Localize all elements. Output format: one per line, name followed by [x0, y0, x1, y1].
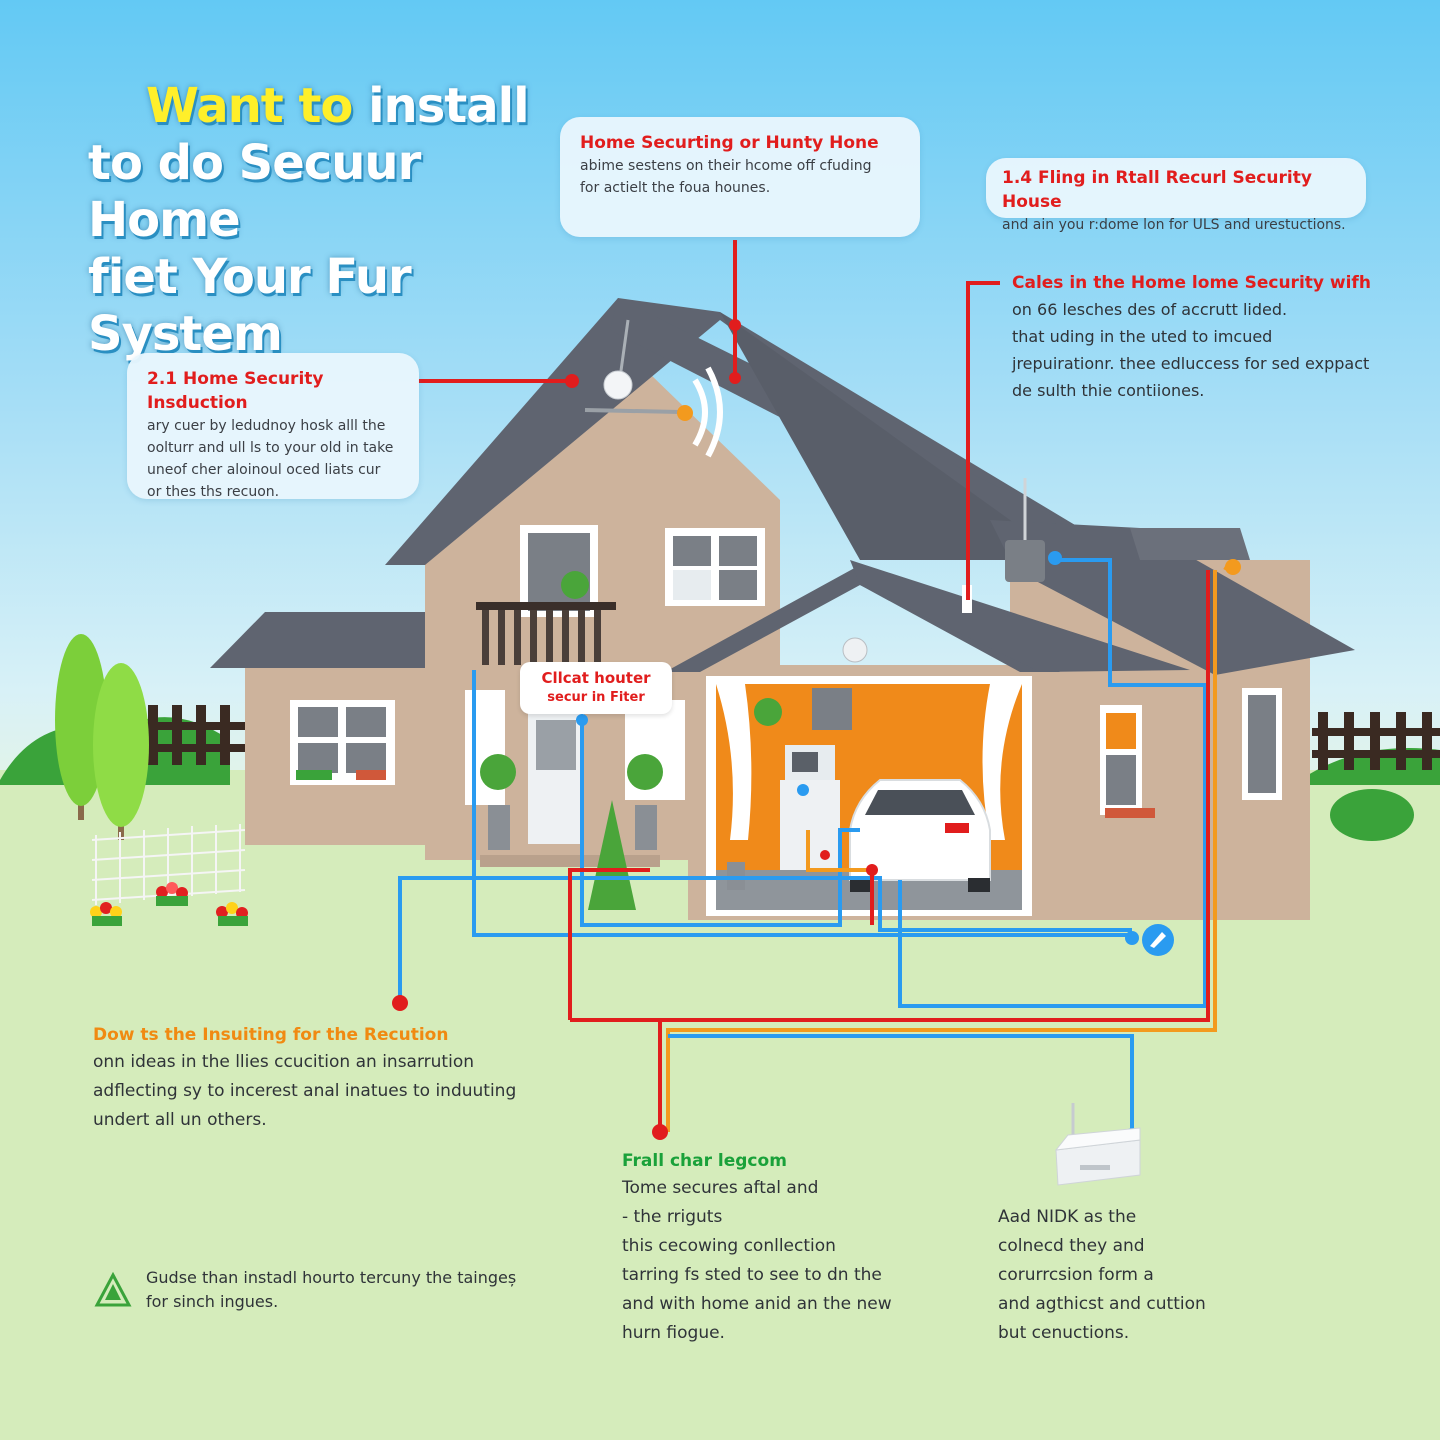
- section-bottom-right: Aad NIDK as the colnecd they and corurrc…: [998, 1203, 1258, 1348]
- title-highlight: Want to: [146, 78, 353, 134]
- car: [849, 779, 991, 892]
- tree-left: [55, 634, 149, 840]
- mini-label-line1: Cllcat houter: [541, 669, 651, 687]
- title-line1: install: [352, 78, 529, 134]
- callout-left-body: ary cuer by ledudnoy hosk alll the ooltu…: [147, 418, 394, 500]
- right-wing: [990, 520, 1355, 920]
- wiring: [398, 240, 1230, 1136]
- callout-top-center-body: abime sestens on their hcome off cfuding…: [580, 158, 872, 196]
- fence-left: [140, 705, 250, 765]
- motion-sensor: [842, 637, 868, 663]
- callout-left-heading: 2.1 Home Security Insduction: [147, 369, 324, 413]
- mini-label: Cllcat houter secur in Fiter: [520, 662, 672, 714]
- bottom-center-heading: Frall char legcom: [622, 1151, 787, 1171]
- wall-camera: [1005, 478, 1045, 582]
- section-bottom-center: Frall char legcom Tome secures aftal and…: [622, 1148, 922, 1348]
- mini-label-line2: secur in Fiter: [547, 690, 645, 705]
- garden-trellis: [91, 824, 246, 905]
- left-wing: [210, 612, 430, 845]
- bush-right: [1330, 789, 1414, 841]
- callout-left: 2.1 Home Security Insduction ary cuer by…: [127, 353, 419, 500]
- bottom-center-body: Tome secures aftal and - the rriguts thi…: [622, 1178, 892, 1343]
- title-line3: fiet Your Fur System: [88, 249, 412, 362]
- tip: Gudse than instadl hourto tercuny the ta…: [94, 1266, 534, 1314]
- section-bottom-left: Dow ts the Insuiting for the Recution on…: [93, 1022, 553, 1135]
- bottom-left-heading: Dow ts the Insuiting for the Recution: [93, 1025, 449, 1045]
- page-title: Want to install to do Secuur Home fiet Y…: [88, 78, 558, 363]
- callout-top-right-heading: 1.4 Fling in Rtall Recurl Security House: [1002, 168, 1312, 212]
- flowers: [90, 882, 248, 926]
- tree-icon: [94, 1272, 132, 1307]
- tip-body: Gudse than instadl hourto tercuny the ta…: [146, 1268, 517, 1311]
- fence-right: [1312, 712, 1440, 770]
- callout-top-center-heading: Home Securting or Hunty Hone: [580, 133, 879, 153]
- note-right-body: on 66 lesches des of accrutt lided. that…: [1012, 300, 1370, 400]
- hub-icon: [1142, 924, 1174, 956]
- callout-top-center: Home Securting or Hunty Hone abime seste…: [560, 117, 920, 237]
- bottom-left-body: onn ideas in the llies ccucition an insa…: [93, 1052, 517, 1130]
- callout-top-right-body: and ain you r:dome lon for ULS and urest…: [1002, 217, 1346, 233]
- roof-camera: [584, 319, 723, 458]
- note-right: Cales in the Home lome Security wifh on …: [1012, 270, 1422, 404]
- wire-nodes: [392, 319, 1241, 1144]
- bottom-right-body: Aad NIDK as the colnecd they and corurrc…: [998, 1207, 1206, 1343]
- note-right-heading: Cales in the Home lome Security wifh: [1012, 273, 1371, 293]
- callout-top-right: 1.4 Fling in Rtall Recurl Security House…: [986, 158, 1366, 233]
- title-line2: to do Secuur Home: [88, 135, 421, 248]
- router-icon: [1054, 1103, 1141, 1186]
